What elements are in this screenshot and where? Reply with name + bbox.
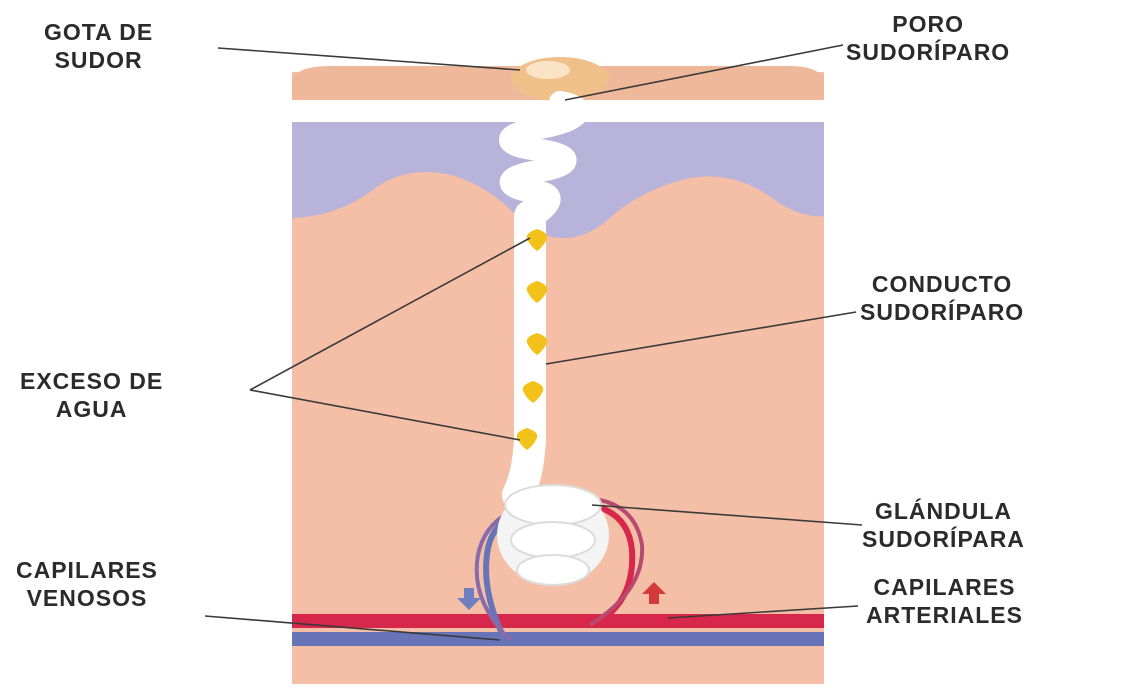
label-line: VENOSOS xyxy=(16,584,158,612)
label-line: ARTERIALES xyxy=(866,601,1023,629)
label-line: EXCESO DE xyxy=(20,367,163,395)
label-poro-sudoriparo: PORO SUDORÍPARO xyxy=(846,10,1010,66)
label-line: GLÁNDULA xyxy=(862,497,1025,525)
label-line: GOTA DE xyxy=(44,18,153,46)
vein-vessel xyxy=(292,632,824,646)
gland-coil-1 xyxy=(505,485,601,525)
label-line: SUDORÍPARO xyxy=(846,38,1010,66)
artery-vessel xyxy=(292,614,824,628)
sweat-drop-highlight xyxy=(526,61,570,79)
label-line: CAPILARES xyxy=(866,573,1023,601)
label-line: CONDUCTO xyxy=(860,270,1024,298)
label-line: PORO xyxy=(846,10,1010,38)
label-line: SUDOR xyxy=(44,46,153,74)
label-line: SUDORÍPARA xyxy=(862,525,1025,553)
label-line: SUDORÍPARO xyxy=(860,298,1024,326)
gland-coil-3 xyxy=(517,555,589,585)
sweat-duct xyxy=(518,216,530,495)
label-capilares-arteriales: CAPILARES ARTERIALES xyxy=(866,573,1023,629)
label-gota-de-sudor: GOTA DE SUDOR xyxy=(44,18,153,74)
label-line: CAPILARES xyxy=(16,556,158,584)
label-exceso-de-agua: EXCESO DE AGUA xyxy=(20,367,163,423)
label-glandula-sudoripara: GLÁNDULA SUDORÍPARA xyxy=(862,497,1025,553)
label-capilares-venosos: CAPILARES VENOSOS xyxy=(16,556,158,612)
label-line: AGUA xyxy=(20,395,163,423)
gland-coil-2 xyxy=(511,522,595,558)
label-conducto-sudoriparo: CONDUCTO SUDORÍPARO xyxy=(860,270,1024,326)
